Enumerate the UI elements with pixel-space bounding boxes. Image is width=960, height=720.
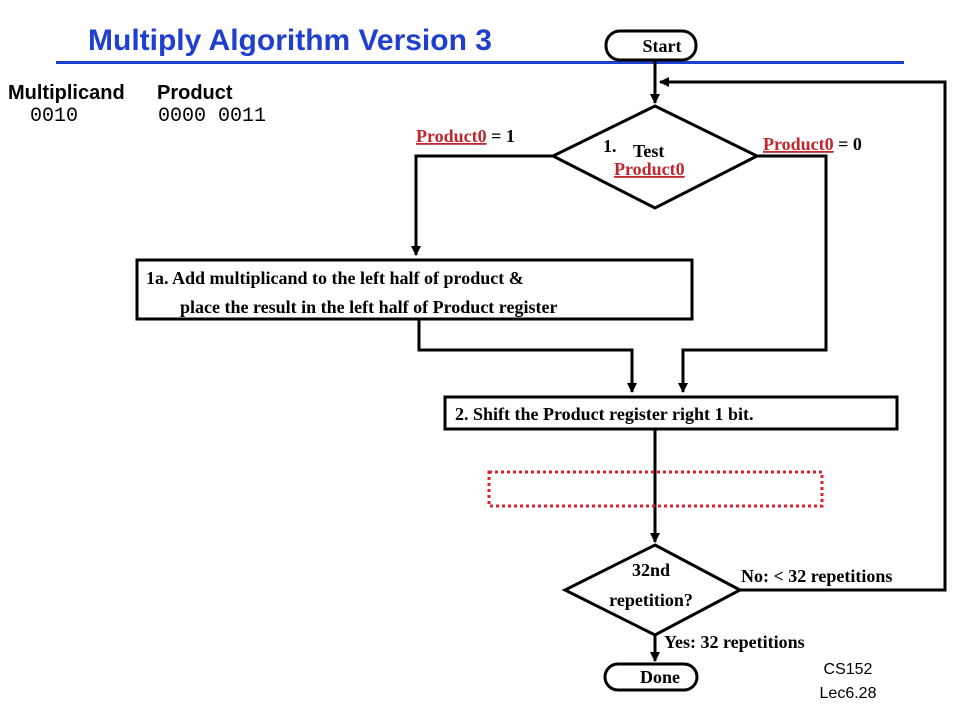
step-1a-box xyxy=(135,258,694,321)
test-number: 1. xyxy=(603,136,617,156)
decision-line2: repetition? xyxy=(609,590,693,610)
step-2-label: 2. Shift the Product register right 1 bi… xyxy=(455,404,753,424)
slide-title: Multiply Algorithm Version 3 xyxy=(88,24,492,57)
branch-left-arrow xyxy=(411,154,553,256)
branch-left-label: Product0 = 1 xyxy=(416,126,515,146)
done-terminal xyxy=(603,662,699,692)
title-underline xyxy=(56,61,904,64)
course-label: CS152 xyxy=(823,661,873,678)
no-label: No: < 32 repetitions xyxy=(741,566,892,586)
multiplicand-value: 0010 xyxy=(30,105,79,128)
dotted-box xyxy=(487,470,824,508)
start-terminal xyxy=(604,29,698,62)
start-label: Start xyxy=(643,36,682,56)
decision-line1: 32nd xyxy=(632,560,670,580)
test-label: Test xyxy=(633,141,664,161)
step-1a-line1: 1a. Add multiplicand to the left half of… xyxy=(146,268,524,288)
test-operand: Product0 xyxy=(614,159,685,179)
done-label: Done xyxy=(640,667,680,687)
lecture-label: Lec6.28 xyxy=(819,685,877,702)
step-1a-line2: place the result in the left half of Pro… xyxy=(180,297,557,317)
test-decision xyxy=(549,104,761,210)
branch-right-arrow xyxy=(678,154,828,393)
yes-label: Yes: 32 repetitions xyxy=(664,632,805,652)
step-2-box xyxy=(443,395,899,431)
product-value: 0000 0011 xyxy=(158,105,267,128)
loop-back-arrow xyxy=(659,77,947,592)
multiplicand-header: Multiplicand xyxy=(8,82,125,104)
product-header: Product xyxy=(157,82,233,104)
branch-right-label: Product0 = 0 xyxy=(763,134,862,154)
step-1a-arrow xyxy=(417,319,637,393)
